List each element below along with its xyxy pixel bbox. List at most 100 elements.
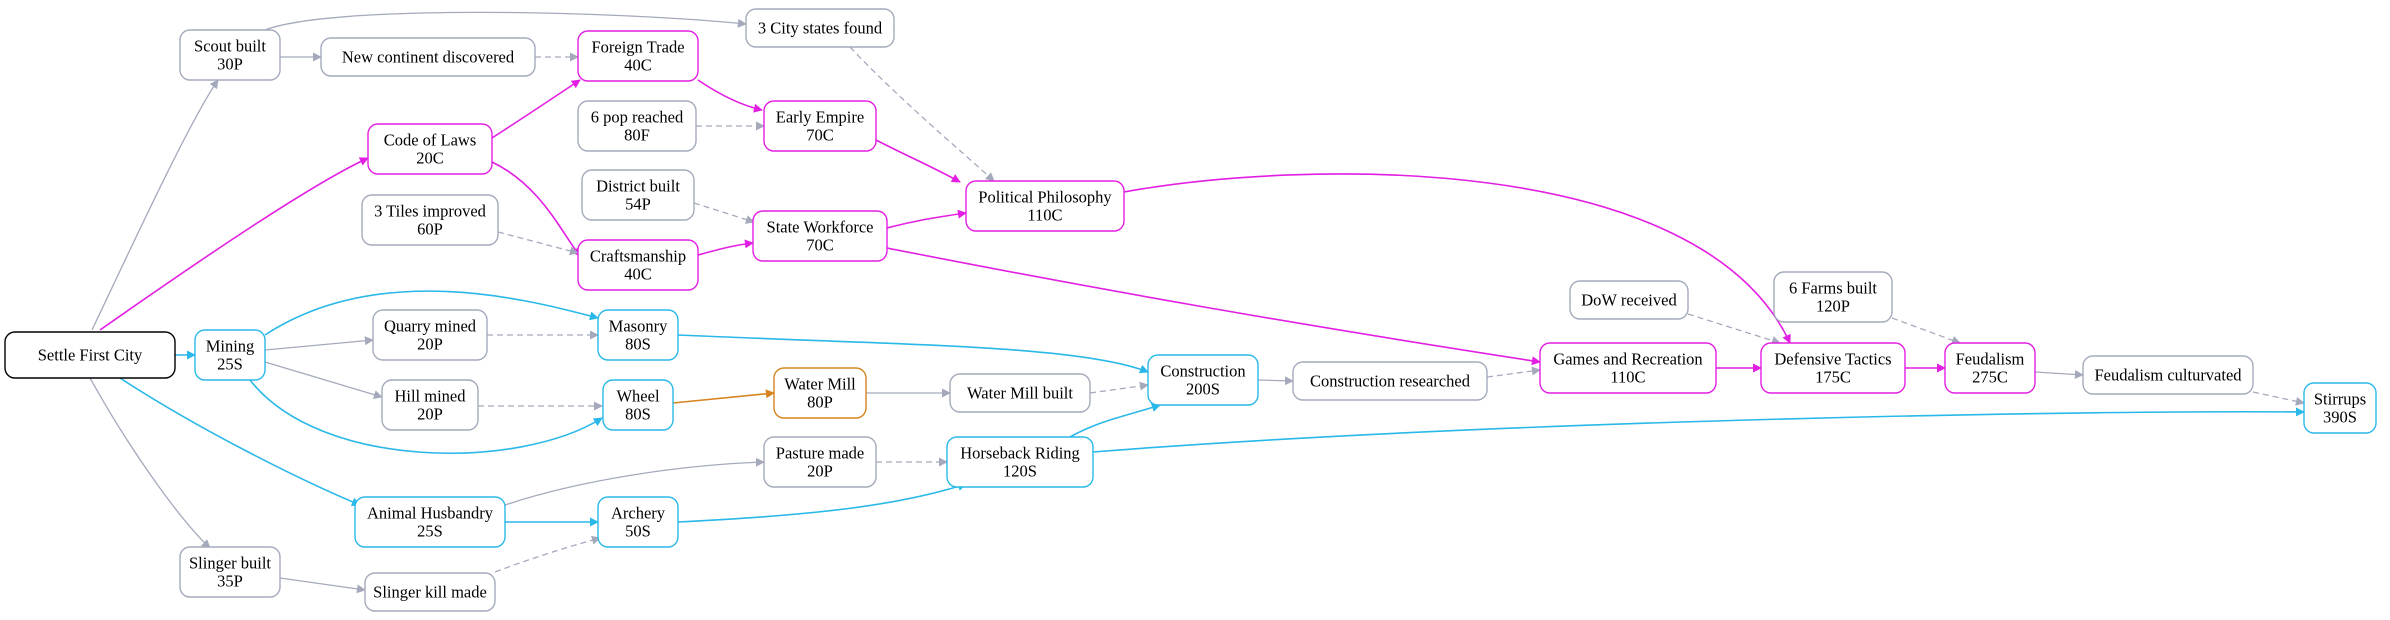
node-title-foreign: Foreign Trade bbox=[591, 38, 684, 57]
node-title-newcont: New continent discovered bbox=[342, 48, 515, 67]
node-cost-archery: 50S bbox=[625, 522, 651, 541]
edge-statewf-to-games bbox=[886, 247, 1541, 366]
node-box-tiles3 bbox=[361, 194, 499, 246]
edge-horse-to-stirrups bbox=[1092, 407, 2305, 453]
node-cost-games: 110C bbox=[1610, 368, 1645, 387]
node-title-early: Early Empire bbox=[776, 108, 864, 127]
node-cost-horse: 120S bbox=[1003, 462, 1037, 481]
node-title-pop6: 6 pop reached bbox=[591, 108, 684, 127]
node-box-feud bbox=[1944, 342, 2036, 394]
node-title-dow: DoW received bbox=[1581, 291, 1677, 310]
edge-horse-to-construction bbox=[1069, 403, 1161, 438]
node-box-feudcult bbox=[2082, 355, 2254, 395]
node-title-farms6: 6 Farms built bbox=[1789, 279, 1877, 298]
edge-slkill-to-archery bbox=[494, 535, 601, 573]
edge-dow-to-deftac bbox=[1687, 313, 1781, 345]
edge-mining-to-wheel bbox=[249, 379, 603, 455]
node-title-citystates: 3 City states found bbox=[758, 19, 883, 38]
edge-district-to-statewf bbox=[693, 202, 755, 224]
node-cost-hill: 20P bbox=[417, 405, 443, 424]
node-cost-polphil: 110C bbox=[1027, 206, 1062, 225]
node-cost-pasture: 20P bbox=[807, 462, 833, 481]
node-cost-craft: 40C bbox=[624, 265, 652, 284]
node-title-statewf: State Workforce bbox=[767, 218, 874, 237]
node-cost-early: 70C bbox=[806, 126, 834, 145]
node-box-masonry bbox=[597, 309, 679, 361]
node-box-mining bbox=[194, 329, 266, 381]
edge-statewf-to-polphil bbox=[886, 209, 967, 229]
node-box-quarry bbox=[372, 309, 488, 361]
node-cost-scout: 30P bbox=[217, 55, 243, 74]
node-box-stirrups bbox=[2303, 382, 2377, 434]
node-cost-watermill: 80P bbox=[807, 393, 833, 412]
edge-foreign-to-early bbox=[697, 79, 763, 113]
node-title-mining: Mining bbox=[206, 337, 255, 356]
edge-mining-to-quarry bbox=[264, 336, 374, 351]
node-box-pop6 bbox=[577, 100, 697, 152]
node-box-foreign bbox=[577, 30, 699, 82]
edge-settle-to-scout bbox=[91, 79, 219, 331]
node-cost-deftac: 175C bbox=[1815, 368, 1851, 387]
edge-polphil-to-deftac bbox=[1123, 173, 1791, 344]
node-cost-pop6: 80F bbox=[624, 126, 650, 145]
node-title-feud: Feudalism bbox=[1956, 350, 2025, 369]
node-title-slkill: Slinger kill made bbox=[373, 583, 487, 602]
node-cost-animal: 25S bbox=[417, 522, 443, 541]
node-title-masonry: Masonry bbox=[609, 317, 668, 336]
node-title-hill: Hill mined bbox=[394, 387, 466, 406]
node-cost-wheel: 80S bbox=[625, 405, 651, 424]
node-title-stirrups: Stirrups bbox=[2314, 390, 2366, 409]
node-box-settle bbox=[4, 331, 176, 379]
node-title-wheel: Wheel bbox=[616, 387, 659, 406]
node-cost-statewf: 70C bbox=[806, 236, 834, 255]
node-cost-quarry: 20P bbox=[417, 335, 443, 354]
edge-mining-to-masonry bbox=[264, 290, 599, 336]
edge-settle-to-animal bbox=[119, 377, 361, 507]
node-cost-construction: 200S bbox=[1186, 380, 1220, 399]
node-box-games bbox=[1539, 342, 1717, 394]
node-box-deftac bbox=[1760, 342, 1906, 394]
node-cost-mining: 25S bbox=[217, 355, 243, 374]
node-wmbuilt: Water Mill built bbox=[949, 373, 1091, 413]
edge-conres-to-games bbox=[1486, 366, 1541, 378]
node-title-wmbuilt: Water Mill built bbox=[967, 384, 1073, 403]
edge-early-to-polphil bbox=[875, 139, 961, 183]
edges-layer bbox=[89, 11, 2305, 594]
edge-wmbuilt-to-construction bbox=[1089, 381, 1149, 394]
node-box-wheel bbox=[602, 379, 674, 431]
node-box-newcont bbox=[320, 37, 536, 77]
node-cost-masonry: 80S bbox=[625, 335, 651, 354]
node-cost-stirrups: 390S bbox=[2323, 408, 2357, 427]
node-cost-slinger: 35P bbox=[217, 572, 243, 591]
edge-feud-to-feudcult bbox=[2034, 370, 2084, 379]
node-box-statewf bbox=[752, 210, 888, 262]
node-box-citystates bbox=[745, 8, 895, 48]
edge-masonry-to-construction bbox=[677, 334, 1149, 374]
node-title-pasture: Pasture made bbox=[776, 444, 864, 463]
node-box-hill bbox=[381, 379, 479, 431]
edge-feudcult-to-stirrups bbox=[2252, 391, 2305, 406]
node-title-deftac: Defensive Tactics bbox=[1774, 350, 1891, 369]
node-cost-tiles3: 60P bbox=[417, 220, 443, 239]
